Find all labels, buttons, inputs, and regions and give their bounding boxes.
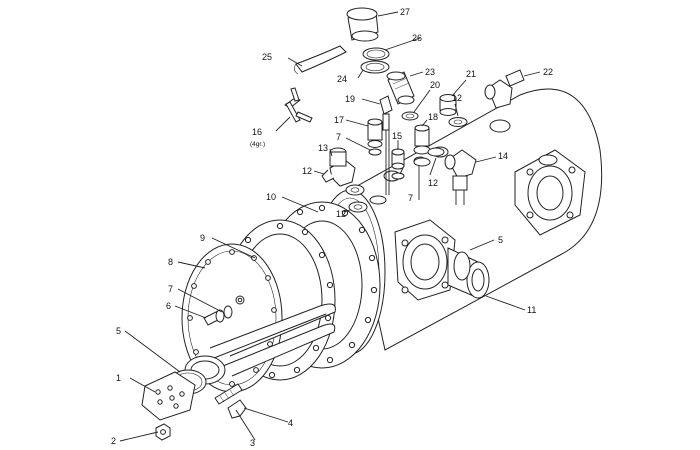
hose-25: [295, 45, 347, 73]
callout-2: 2: [111, 436, 116, 446]
callout-9: 9: [200, 233, 205, 243]
callout-3: 3: [250, 438, 255, 448]
cap-27: [346, 7, 379, 42]
tee-fitting-16: [284, 87, 313, 123]
callout-19: 19: [345, 94, 355, 104]
callout-20: 20: [430, 80, 440, 90]
valve-23: [386, 71, 415, 105]
elbow-fitting-14: [444, 149, 477, 205]
callout-27: 27: [400, 7, 410, 17]
callout-7-mid: 7: [408, 193, 413, 203]
probe-19: [379, 95, 393, 195]
washer-12-lower: [348, 201, 368, 213]
callout-21: 21: [466, 69, 476, 79]
callout-7-upper: 7: [336, 132, 341, 142]
washer-12-center: [427, 147, 445, 157]
callout-7-plate: 7: [168, 284, 173, 294]
outlet-tube: [447, 247, 490, 299]
callout-15: 15: [392, 131, 402, 141]
callout-18: 18: [428, 112, 438, 122]
plate-fitting: [203, 305, 233, 326]
terminal-block: [141, 371, 196, 421]
right-flange-port: [514, 149, 586, 236]
washer-20: [401, 111, 419, 121]
callout-13: 13: [318, 143, 328, 153]
callout-12-center: 12: [428, 178, 438, 188]
leader-lines: [119, 11, 541, 442]
callout-10: 10: [266, 192, 276, 202]
washer-12-left: [345, 184, 365, 196]
washer-12-upper: [448, 117, 468, 127]
callout-17: 17: [334, 115, 344, 125]
callout-labels: 1 2 3 4 5 6 7 8 9 10 11 5 12 12 12 12 13…: [111, 7, 553, 448]
callout-24: 24: [337, 74, 347, 84]
callout-26: 26: [412, 33, 422, 43]
callout-5-lower: 5: [116, 326, 121, 336]
washer-12-center-b: [369, 195, 387, 205]
callout-12-lower: 12: [336, 209, 346, 219]
nut: [155, 423, 171, 441]
seal-ring-26: [362, 47, 390, 61]
callout-5-upper: 5: [498, 235, 503, 245]
o-ring-7-mid: [391, 172, 405, 180]
callout-14: 14: [498, 151, 508, 161]
callout-16: 16: [252, 127, 262, 137]
callout-25: 25: [262, 52, 272, 62]
seal-ring-24: [360, 60, 390, 74]
elbow-fitting-13: [321, 147, 356, 187]
o-ring-7-upper: [368, 148, 382, 156]
callout-22: 22: [543, 67, 553, 77]
callout-16-note: (4gr.): [250, 141, 265, 148]
plug-21: [439, 94, 457, 116]
callout-23: 23: [425, 67, 435, 77]
elbow-fitting-22: [484, 69, 525, 109]
bolt: [214, 383, 247, 419]
callout-8: 8: [168, 257, 173, 267]
callout-4: 4: [288, 418, 293, 428]
callout-1: 1: [116, 373, 121, 383]
callout-12-upper: 12: [452, 93, 462, 103]
front-flange-port: [394, 219, 456, 301]
plug-17: [367, 118, 383, 148]
callout-6: 6: [166, 301, 171, 311]
fitting-18: [413, 124, 431, 200]
callout-11: 11: [527, 305, 536, 315]
callout-12-left: 12: [302, 166, 312, 176]
plug-15: [391, 148, 405, 170]
